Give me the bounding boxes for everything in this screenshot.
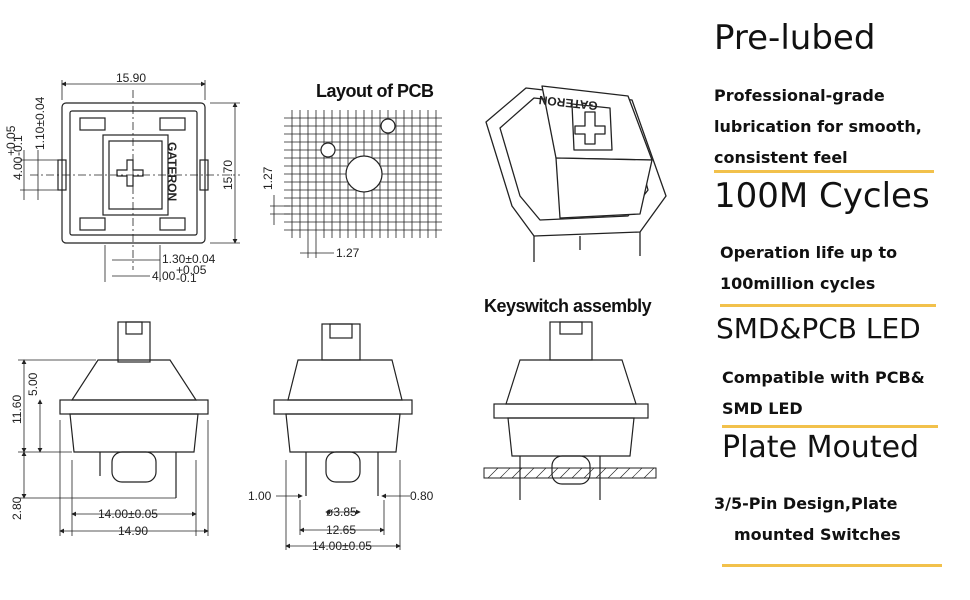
feature-line: Operation life up to [720,243,898,262]
dim-1-00: 1.00 [248,489,272,503]
svg-text:-0.1: -0.1 [11,135,25,156]
keyswitch-assembly-title: Keyswitch assembly [484,296,652,316]
pcb-layout-title: Layout of PCB [316,81,434,101]
dim-1-10: 1.10±0.04 [33,96,47,150]
feature-heading-plate: Plate Mouted [722,430,920,465]
brand-mark-3d: GATERON [538,93,598,113]
dim-14-00-side-b: 14.00±0.05 [312,539,372,553]
dim-12-65: 12.65 [326,523,356,537]
accent-divider [714,170,934,173]
svg-text:4.00: 4.00 [152,269,176,283]
dim-1-27-vertical: 1.27 [261,166,275,190]
accent-divider [722,564,942,567]
dim-11-60: 11.60 [10,395,24,424]
feature-heading-pre-lubed: Pre-lubed [714,18,876,58]
svg-text:4.00: 4.00 [11,156,25,180]
dim-0-80: 0.80 [410,489,434,503]
svg-text:+0.05: +0.05 [176,263,207,277]
feature-line: mounted Switches [734,525,901,544]
technical-drawings: GATERON 15.90 15.70 4.00 +0.05 -0.1 1.10… [4,71,667,553]
feature-list: Pre-lubed Professional-grade lubrication… [700,0,970,600]
svg-text:-0.1: -0.1 [176,271,197,285]
feature-line: consistent feel [714,148,848,167]
dim-5-00: 5.00 [26,372,40,396]
accent-divider [720,304,936,307]
side-view-b-drawing [273,323,413,550]
keyswitch-assembly-drawing [483,321,657,500]
feature-line: Compatible with PCB& [722,368,925,387]
accent-divider [722,425,938,428]
dim-15-70: 15.70 [221,160,235,190]
brand-mark-top: GATERON [165,142,179,201]
dim-1-30: 1.30±0.04 [162,252,216,266]
feature-heading-cycles: 100M Cycles [714,176,930,216]
dim-1-27-horizontal: 1.27 [336,246,360,260]
dim-14-00-side-a: 14.00±0.05 [98,507,158,521]
side-view-a-drawing [18,321,209,536]
feature-heading-led: SMD&PCB LED [716,312,921,345]
svg-text:+0.05: +0.05 [4,125,18,156]
dim-4-00-left: 4.00 +0.05 -0.1 [4,125,25,180]
feature-line: Professional-grade [714,86,885,105]
feature-line: 3/5-Pin Design,Plate [714,494,898,513]
dim-14-90: 14.90 [118,524,148,538]
dim-15-90: 15.90 [116,71,146,85]
pcb-layout-grid [270,110,442,258]
feature-line: SMD LED [722,399,803,418]
switch-3d-render [485,85,667,262]
dim-4-00-bottom: 4.00 +0.05 -0.1 [152,263,207,285]
feature-line: 100million cycles [720,274,876,293]
dim-2-80: 2.80 [10,496,24,520]
dim-3-85: ø3.85 [326,505,357,519]
top-view-drawing [20,80,240,282]
feature-line: lubrication for smooth, [714,117,922,136]
